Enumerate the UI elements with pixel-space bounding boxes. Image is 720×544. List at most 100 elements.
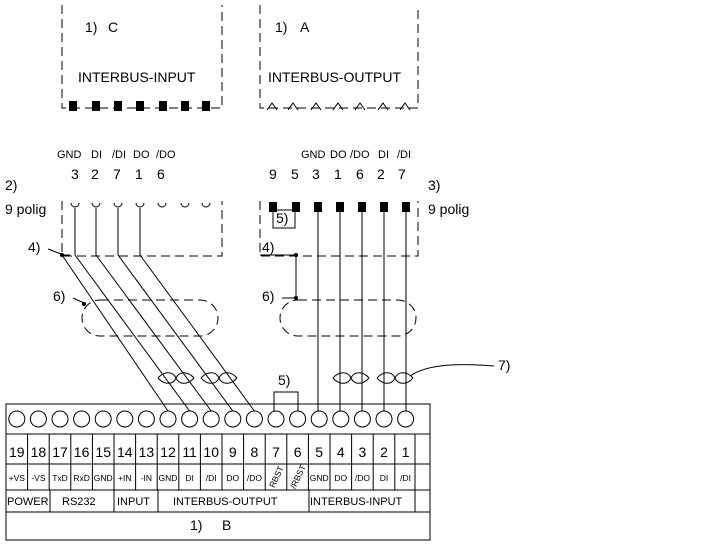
terminal-signal-4: DO	[334, 473, 347, 483]
terminal-number-7: 7	[272, 444, 280, 460]
group-interbus-output: INTERBUS-OUTPUT	[173, 496, 278, 508]
pin-a-6	[377, 102, 389, 111]
callout-6-left: 6)	[53, 288, 65, 304]
callouts: 4) 4) 6) 6) 5) 7)	[28, 239, 510, 388]
terminal-number-5: 5	[315, 444, 323, 460]
terminal-number-11: 11	[182, 444, 197, 460]
right-contact-4	[336, 202, 344, 212]
terminal-number-12: 12	[160, 444, 176, 460]
left-contact-1	[70, 202, 80, 208]
terminal-signal-19: +VS	[9, 473, 26, 483]
wire-left-0	[61, 254, 169, 412]
terminal-block: 19+VS18-VS17TxD16RxD15GND14+IN13-IN12GND…	[5, 403, 431, 541]
callout-6-right: 6)	[262, 288, 274, 304]
terminal-signal-12: GND	[159, 473, 178, 483]
connector-c-pins	[69, 101, 210, 111]
terminal-signal-13: -IN	[141, 473, 152, 483]
socket-c-3	[114, 101, 122, 111]
socket-c-4	[136, 101, 144, 111]
terminal-number-6: 6	[294, 444, 302, 460]
socket-c-1	[69, 101, 77, 111]
terminal-number-16: 16	[74, 444, 90, 460]
terminal-signal-2: DI	[380, 473, 389, 483]
left-pin-2: 2	[91, 166, 99, 182]
wire-left-1	[74, 208, 191, 412]
socket-c-2	[92, 101, 100, 111]
right-pin-1: 1	[334, 166, 342, 182]
left-contact-7	[201, 202, 211, 208]
connector-a: 1) A INTERBUS-OUTPUT	[259, 5, 419, 111]
wire-left-3	[117, 208, 234, 412]
left-signal-ndo: /DO	[156, 149, 176, 161]
terminal-signal-3: /DO	[355, 473, 371, 483]
twist-left-2-b	[200, 372, 238, 384]
socket-c-6	[181, 101, 189, 111]
pin-a-3	[310, 102, 322, 111]
left-plug-outline	[61, 201, 223, 257]
socket-c-5	[159, 101, 167, 111]
screw-terminal-5	[310, 410, 328, 428]
terminal-block-ref: 1)	[190, 517, 202, 533]
screw-terminal-6	[289, 410, 307, 428]
left-pin-7: 7	[113, 166, 121, 182]
terminal-signal-15: GND	[94, 473, 113, 483]
left-pin-3: 3	[71, 166, 79, 182]
right-pin-3: 3	[312, 166, 320, 182]
group-interbus-input: INTERBUS-INPUT	[310, 496, 403, 508]
right-pin-6: 6	[356, 166, 364, 182]
terminal-block-letter: B	[222, 517, 231, 533]
junction-left-shield	[82, 302, 86, 306]
left-pin-1: 1	[135, 166, 143, 182]
connector-c-title: INTERBUS-INPUT	[78, 69, 196, 85]
left-contact-2	[91, 202, 101, 208]
pin-a-1	[266, 102, 278, 111]
left-pin-6: 6	[157, 166, 165, 182]
terminal-number-18: 18	[31, 444, 47, 460]
left-signal-do: DO	[133, 149, 150, 161]
left-signal-di: DI	[91, 149, 102, 161]
terminal-number-4: 4	[337, 444, 345, 460]
screw-terminal-3	[353, 410, 371, 428]
pin-a-2	[287, 102, 299, 111]
screw-terminal-10	[202, 410, 220, 428]
callout-7-leader	[409, 364, 495, 377]
right-contact-7	[402, 202, 410, 212]
screw-terminal-2	[375, 410, 393, 428]
terminal-signal-10: /DI	[206, 473, 217, 483]
terminal-number-17: 17	[52, 444, 68, 460]
callout-4-right: 4)	[262, 239, 274, 255]
left-contact-6	[180, 202, 190, 208]
twist-right-2-b	[376, 372, 414, 384]
connector-c: 1) C INTERBUS-INPUT	[61, 5, 223, 111]
screw-terminal-1	[397, 410, 415, 428]
left-contact-4	[135, 202, 145, 208]
terminal-signal-16: RxD	[73, 473, 90, 483]
terminal-number-8: 8	[251, 444, 259, 460]
screw-terminal-7	[267, 410, 285, 428]
group-power: POWER	[7, 496, 49, 508]
screw-terminal-13	[137, 410, 155, 428]
terminal-block-outline	[5, 403, 431, 541]
group-input: INPUT	[117, 496, 150, 508]
connector-c-ref: 1)	[85, 19, 97, 35]
right-contact-1	[269, 202, 277, 212]
left-plug	[61, 201, 223, 257]
terminal-signal-14: +IN	[118, 473, 131, 483]
screw-terminal-8	[245, 410, 263, 428]
callout-4-left: 4)	[28, 239, 40, 255]
shield-right	[279, 299, 417, 337]
twist-left-1-b	[157, 372, 195, 384]
bridge-plug-callout: 5)	[276, 210, 288, 226]
connector-a-title: INTERBUS-OUTPUT	[268, 69, 401, 85]
left-contact-5	[157, 202, 167, 208]
right-contact-2	[292, 202, 300, 212]
terminal-signal-9: DO	[226, 473, 239, 483]
screw-terminal-11	[181, 410, 199, 428]
connector-a-letter: A	[300, 19, 310, 35]
left-plug-contacts	[70, 202, 211, 208]
screw-terminal-4	[332, 410, 350, 428]
right-pin-2: 2	[377, 166, 385, 182]
right-signal-gnd: GND	[301, 149, 326, 161]
left-contact-3	[113, 202, 123, 208]
